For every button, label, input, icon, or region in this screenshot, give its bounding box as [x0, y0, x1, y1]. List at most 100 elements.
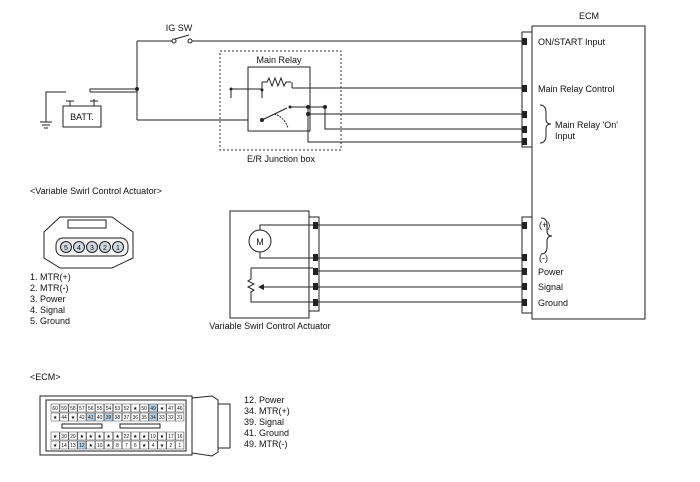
- ecm-pin-number: 2: [169, 443, 172, 449]
- ig-sw-label: IG SW: [166, 23, 193, 33]
- power-circuit: IG SW BATT. E/R Junction box Main Relay: [40, 23, 522, 164]
- ecm-pin-cell: [130, 412, 140, 422]
- ecm-pin-cell: [157, 403, 167, 413]
- ecm-pin-cell: [86, 403, 96, 413]
- ecm-pin-cell: [95, 403, 105, 413]
- vsca-pin: [60, 241, 72, 253]
- ecm-pin-cell: [77, 440, 87, 450]
- ecm-pin-cell: [50, 403, 60, 413]
- ecm-pin-cell: [95, 412, 105, 422]
- ecm-pin-number: 54: [106, 406, 112, 412]
- ecm-legend-line: 34. MTR(+): [244, 406, 290, 416]
- ecm-pin-number: ★: [160, 443, 165, 449]
- ecm-signal-label: Signal: [538, 282, 563, 292]
- ecm-pin-number: 46: [177, 406, 183, 412]
- wire-relay-on-2: [324, 107, 522, 130]
- ecm-pin-number: 39: [106, 415, 112, 421]
- ecm-pin-number: ★: [160, 406, 165, 412]
- battery-box: [62, 105, 102, 128]
- ecm-pin-number: 55: [97, 406, 103, 412]
- ecm-pin-cell: [113, 431, 122, 441]
- ecm-pin: [522, 222, 527, 229]
- ecm-pin-cell: [139, 412, 149, 422]
- ecm-pin-number: 14: [61, 443, 67, 449]
- ecm-pin: [522, 111, 527, 118]
- ecm-pin-number: 59: [61, 406, 67, 412]
- ecm-pin-cell: [148, 440, 158, 450]
- ecm-main-relay-on-line1: Main Relay 'On': [555, 120, 618, 130]
- ecm-pin-cell: [121, 440, 131, 450]
- ecm-pin-cell: [104, 431, 113, 441]
- ecm-pin-cell: [166, 431, 176, 441]
- ecm-connector-strip-lower: [521, 216, 533, 314]
- vsca-pin-number: 5: [64, 245, 68, 252]
- ecm-pin-number: 29: [70, 434, 76, 440]
- ecm-pin-number: 37: [124, 415, 130, 421]
- actuator-pin: [313, 299, 318, 306]
- ecm-pin-cell: [166, 403, 176, 413]
- vsca-connector-title: <Variable Swirl Control Actuator>: [30, 186, 162, 196]
- ecm-pin-cell: [121, 412, 131, 422]
- ecm-pin-number: 4: [152, 443, 155, 449]
- ecm-pin-number: ★: [106, 443, 111, 449]
- ecm-pin-number: 47: [168, 406, 174, 412]
- ecm-main-relay-on-line2: Input: [555, 131, 576, 141]
- potentiometer: [246, 267, 313, 303]
- ecm-pin-cell: [175, 403, 185, 413]
- vsca-legend-line: 5. Ground: [30, 316, 70, 326]
- ecm-pin-number: 41: [88, 415, 94, 421]
- ecm-pin-number: 8: [116, 443, 119, 449]
- ecm-pin-number: 1: [178, 443, 181, 449]
- ecm-pin-number: ★: [133, 434, 138, 440]
- ecm-pin-cell: [104, 403, 113, 413]
- actuator-block: M Variable Swirl Control Actuator: [209, 210, 522, 331]
- ecm-key-left: [61, 423, 103, 429]
- actuator-pin: [313, 222, 318, 229]
- ecm-on-start-label: ON/START Input: [538, 37, 606, 47]
- ecm-pin-number: 38: [115, 415, 121, 421]
- ecm-plus-label: (+): [539, 220, 550, 230]
- ecm-legend-line: 49. MTR(-): [244, 439, 288, 449]
- vsca-pin: [99, 241, 111, 253]
- ecm-pin-cell: [68, 440, 78, 450]
- ecm-pin: [522, 299, 527, 306]
- ecm-pin-number: 49: [150, 406, 156, 412]
- ecm-pin-number: ★: [89, 443, 94, 449]
- vsca-legend-line: 3. Power: [30, 294, 66, 304]
- ecm-pin-cell: [95, 440, 105, 450]
- ecm-pin-number: 42: [79, 415, 85, 421]
- ecm-pin-number: ★: [80, 434, 85, 440]
- ecm-pin-number: ★: [53, 415, 58, 421]
- wire-batt-ground: [45, 91, 66, 122]
- ecm-connector-lever: [218, 403, 231, 449]
- ecm-pin-cell: [148, 431, 158, 441]
- igsw-contact-left: [171, 38, 177, 44]
- ecm-pin-cell: [77, 403, 87, 413]
- ecm-pin-cell: [130, 403, 140, 413]
- vsca-latch: [67, 219, 107, 229]
- vsca-pin-number: 3: [90, 245, 94, 252]
- motor-leads: [259, 224, 313, 259]
- brace-motor: [540, 217, 553, 255]
- ecm-pin-number: 58: [70, 406, 76, 412]
- er-junction-box: [219, 50, 342, 151]
- ecm-block: ECM ON/START Input Main Relay Control Ma…: [521, 11, 646, 320]
- ecm-pin-number: 56: [88, 406, 94, 412]
- batt-terminal-neg: [66, 100, 74, 106]
- ecm-pin-cell: [121, 431, 131, 441]
- ecm-pin-cell: [121, 403, 131, 413]
- ecm-pin-number: ★: [106, 434, 111, 440]
- ecm-pin-number: 16: [177, 434, 183, 440]
- relay-actuation-line: [273, 113, 289, 129]
- ecm-pin-cell: [77, 412, 87, 422]
- ecm-pin-cell: [104, 440, 113, 450]
- ecm-pin: [522, 254, 527, 261]
- ecm-pin-number: 40: [97, 415, 103, 421]
- ecm-pin-cell: [139, 403, 149, 413]
- main-relay-box: [247, 66, 311, 132]
- junction-dot: [306, 112, 310, 116]
- ecm-pin-number: 12: [79, 443, 85, 449]
- ecm-pin-cell: [166, 412, 176, 422]
